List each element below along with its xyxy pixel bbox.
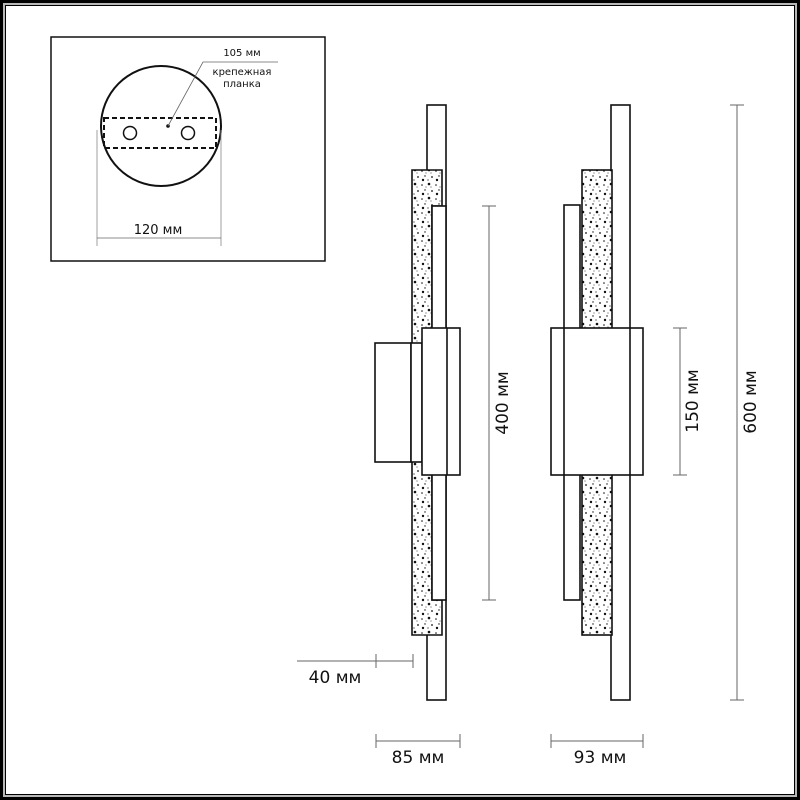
label-150mm: 150 мм bbox=[683, 369, 703, 433]
inner-frame-border bbox=[5, 5, 795, 795]
screw-hole-right bbox=[180, 125, 196, 141]
front-center-box bbox=[550, 327, 644, 476]
plate-name-line1: крепежная bbox=[213, 67, 272, 78]
label-400mm: 400 мм bbox=[493, 371, 513, 435]
plate-size-label: 105 мм bbox=[223, 48, 260, 59]
dimension-labels: 400 мм 150 мм 600 мм 40 мм 85 мм 93 мм bbox=[309, 369, 761, 768]
side-wall-canopy bbox=[374, 342, 412, 463]
label-85mm: 85 мм bbox=[392, 748, 445, 768]
mounting-inset: 105 мм крепежная планка 120 мм bbox=[50, 36, 326, 262]
leader-line bbox=[167, 61, 278, 127]
label-600mm: 600 мм bbox=[741, 370, 761, 434]
canopy-circle bbox=[100, 65, 222, 187]
frame-gap-border bbox=[3, 3, 797, 797]
diameter-label: 120 мм bbox=[134, 223, 183, 238]
side-center-box bbox=[421, 327, 461, 476]
plate-name-line2: планка bbox=[223, 79, 261, 90]
front-view bbox=[550, 104, 644, 701]
label-40mm: 40 мм bbox=[309, 668, 362, 688]
dimension-lines bbox=[297, 104, 744, 748]
screw-hole-left bbox=[122, 125, 138, 141]
side-view bbox=[374, 104, 461, 701]
side-canopy-neck bbox=[410, 342, 423, 463]
label-93mm: 93 мм bbox=[574, 748, 627, 768]
mounting-plate-outline bbox=[103, 117, 217, 149]
